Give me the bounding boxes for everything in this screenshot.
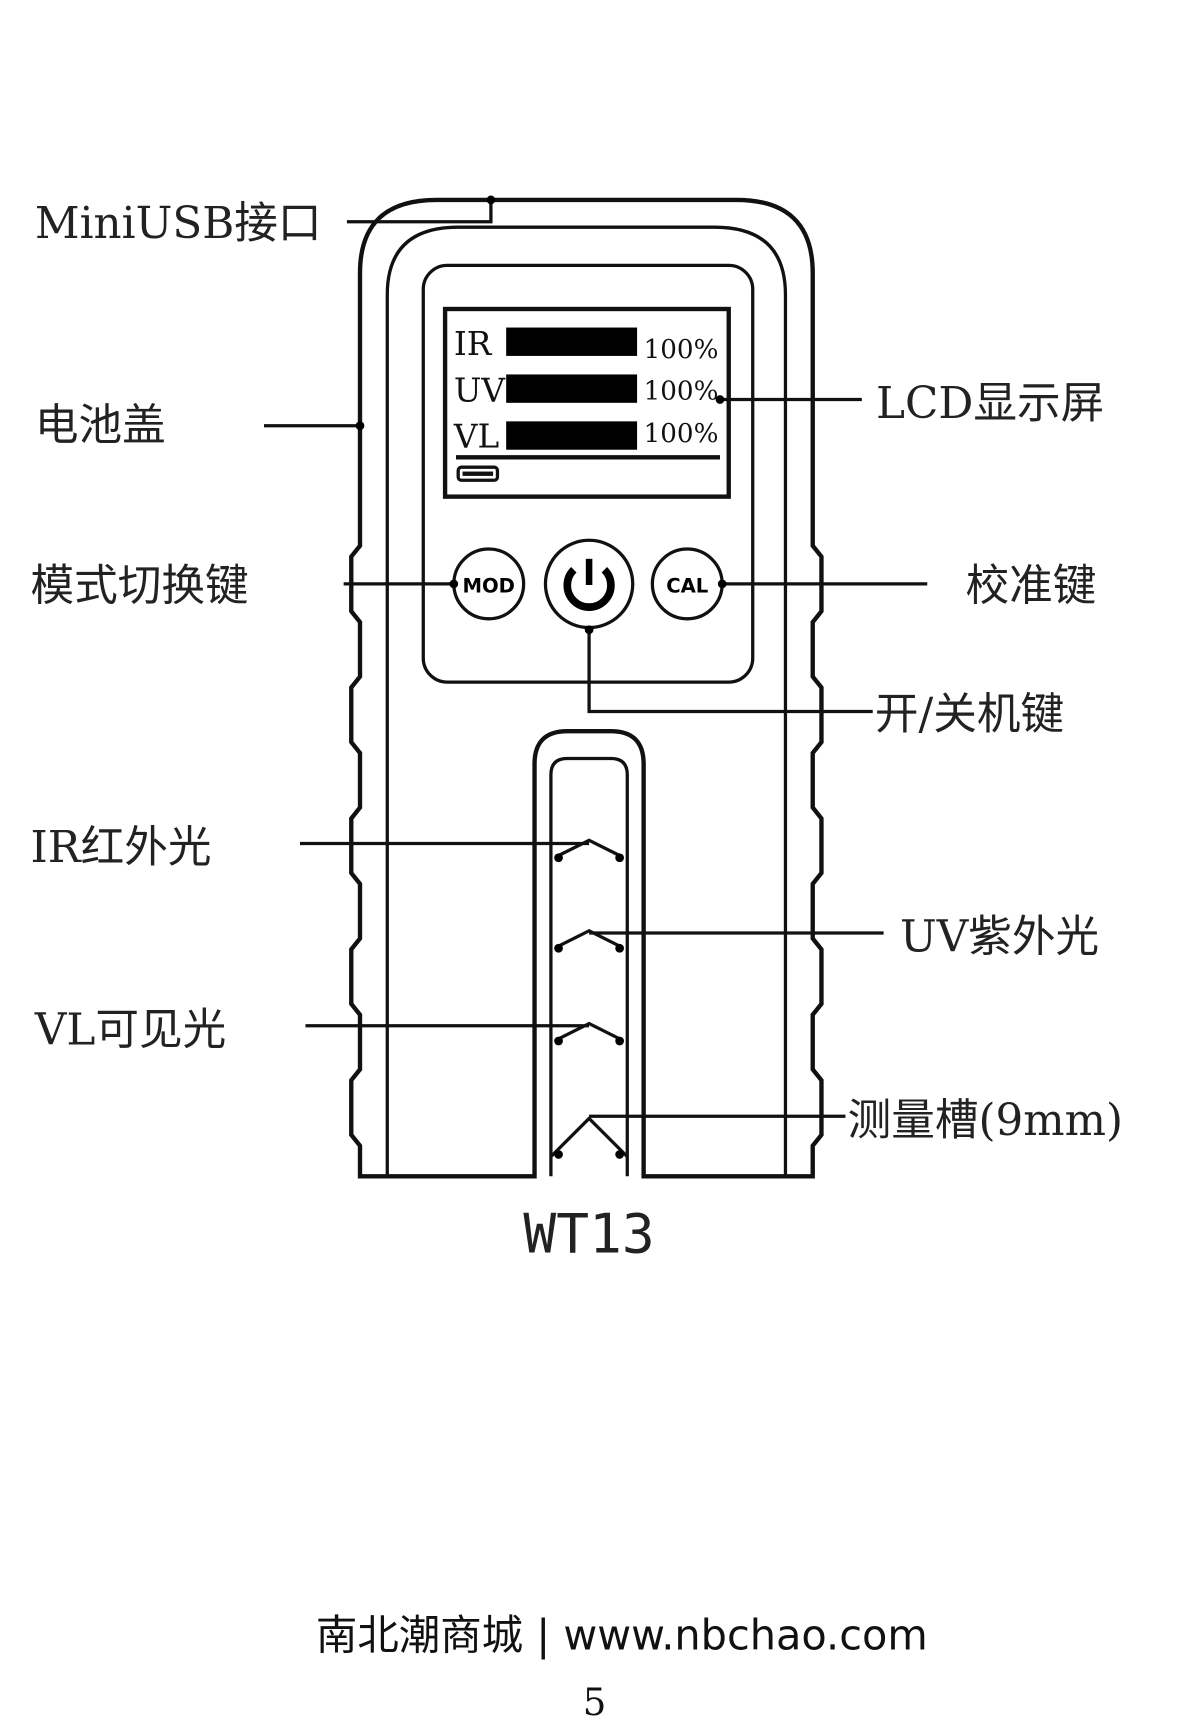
label-power-key: 开/关机键 [875, 690, 1064, 740]
lcd-bar [506, 421, 638, 450]
sensor-chevrons [549, 838, 629, 1159]
lcd-label: VL [453, 418, 499, 456]
lcd-row-vl: VL 100% [453, 418, 719, 456]
power-icon [563, 558, 615, 611]
label-uv: UV紫外光 [900, 913, 1099, 963]
device-body-outline [349, 197, 824, 1179]
lcd-label: IR [454, 325, 493, 363]
device-inner-outline [385, 225, 788, 1177]
label-lcd: LCD显示屏 [876, 379, 1104, 429]
lcd-label: UV [454, 372, 507, 410]
label-vl: VL可见光 [34, 1005, 226, 1055]
footer-site: 南北潮商城 | www.nbchao.com [316, 1612, 928, 1660]
battery-icon [456, 465, 500, 482]
label-mini-usb: MiniUSB接口 [35, 199, 322, 249]
leader-lines [264, 195, 928, 1118]
page-number: 5 [583, 1681, 607, 1722]
lcd-value: 100% [644, 377, 719, 407]
mod-label: MOD [462, 575, 515, 598]
lcd-row-uv: UV 100% [454, 372, 719, 410]
lcd-bar [506, 374, 638, 403]
lcd-screen [442, 306, 731, 499]
model-name: WT13 [523, 1202, 654, 1266]
label-cal-key: 校准键 [965, 561, 1096, 611]
lcd-row-ir: IR 100% [454, 325, 719, 365]
label-ir: IR红外光 [31, 823, 212, 873]
lcd-bar [506, 327, 638, 356]
mod-button[interactable]: MOD [452, 547, 526, 621]
cal-label: CAL [666, 575, 708, 598]
lcd-value: 100% [644, 335, 719, 365]
label-slot: 测量槽(9mm) [848, 1096, 1123, 1146]
slot-inner [549, 756, 629, 1177]
label-mode-key: 模式切换键 [31, 561, 249, 611]
lcd-value: 100% [644, 419, 719, 449]
power-button[interactable] [543, 538, 635, 630]
cal-button[interactable]: CAL [650, 547, 724, 621]
label-battery-cover: 电池盖 [35, 401, 166, 451]
